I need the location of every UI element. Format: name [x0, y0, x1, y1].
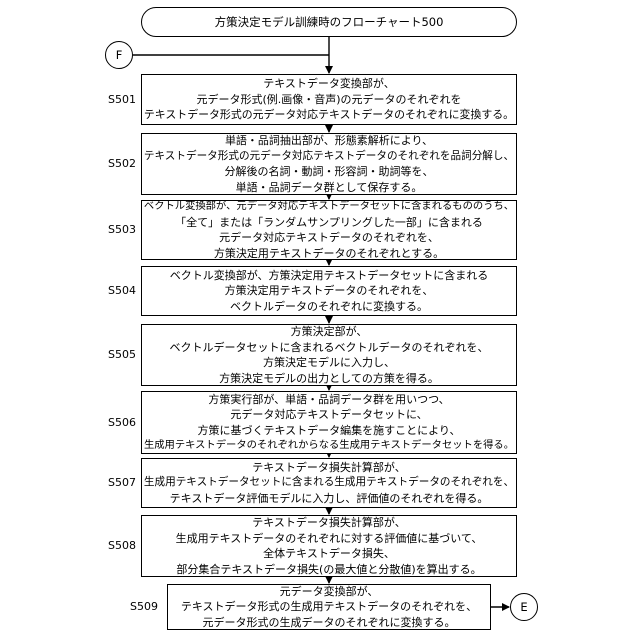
- step-text-line: 分解後の名詞・動詞・形容詞・助詞等を、: [225, 164, 434, 180]
- step-label-s507: S507: [108, 476, 136, 489]
- step-text-line: 「全て」または「ランダムサンプリングした一部」に含まれる: [175, 215, 483, 231]
- step-text-line: 生成用テキストデータのそれぞれからなる生成用テキストデータセットを得る。: [144, 438, 514, 454]
- step-text-line: 全体テキストデータ損失、: [263, 546, 395, 562]
- step-text-line: 単語・品詞抽出部が、形態素解析により、: [225, 133, 433, 149]
- step-box-s501: テキストデータ変換部が、元データ形式(例.画像・音声)の元データのそれぞれをテキ…: [141, 74, 517, 125]
- step-text-line: 方策決定部が、: [291, 324, 368, 340]
- step-text-line: ベクトルデータのそれぞれに変換する。: [230, 299, 428, 315]
- step-text-line: 元データ形式(例.画像・音声)の元データのそれぞれを: [196, 92, 461, 108]
- step-box-s508: テキストデータ損失計算部が、生成用テキストデータのそれぞれに対する評価値に基づい…: [141, 515, 517, 577]
- step-text-line: 生成用テキストデータセットに含まれる生成用テキストデータのそれぞれを、: [144, 475, 514, 491]
- flowchart-title: 方策決定モデル訓練時のフローチャート500: [141, 7, 517, 37]
- step-text-line: ベクトル変換部が、方策決定用テキストデータセットに含まれる: [170, 268, 488, 284]
- step-box-s509: 元データ変換部が、テキストデータ形式の生成用テキストデータのそれぞれを、元データ…: [167, 584, 491, 630]
- step-label-s504: S504: [108, 284, 136, 297]
- step-label-s503: S503: [108, 223, 136, 236]
- step-label-s506: S506: [108, 416, 136, 429]
- step-box-s502: 単語・品詞抽出部が、形態素解析により、テキストデータ形式の元データ対応テキストデ…: [141, 133, 517, 195]
- step-text-line: テキストデータ損失計算部が、: [252, 460, 405, 476]
- start-connector: F: [105, 41, 133, 69]
- step-text-line: 方策決定モデルの出力としての方策を得る。: [219, 371, 439, 387]
- step-box-s504: ベクトル変換部が、方策決定用テキストデータセットに含まれる方策決定用テキストデー…: [141, 266, 517, 316]
- step-text-line: 方策決定用テキストデータのそれぞれを、: [225, 283, 434, 299]
- step-text-line: テキストデータ損失計算部が、: [252, 515, 405, 531]
- step-text-line: テキストデータ形式の元データ対応テキストデータのそれぞれに変換する。: [144, 107, 514, 123]
- step-label-s502: S502: [108, 157, 136, 170]
- step-text-line: 生成用テキストデータのそれぞれに対する評価値に基づいて、: [176, 531, 483, 547]
- step-text-line: テキストデータ形式の元データ対応テキストデータのそれぞれを品詞分解し、: [144, 149, 514, 165]
- step-text-line: 単語・品詞データ群として保存する。: [236, 180, 423, 196]
- step-label-s501: S501: [108, 93, 136, 106]
- step-text-line: テキストデータ変換部が、: [263, 76, 394, 92]
- step-text-line: 元データ対応テキストデータセットに、: [230, 407, 427, 423]
- step-text-line: テキストデータ評価モデルに入力し、評価値のそれぞれを得る。: [170, 491, 489, 507]
- step-text-line: 方策実行部が、単語・品詞データ群を用いつつ、: [208, 392, 449, 408]
- step-text-line: ベクトルデータセットに含まれるベクトルデータのそれぞれを、: [170, 340, 489, 356]
- step-box-s507: テキストデータ損失計算部が、生成用テキストデータセットに含まれる生成用テキストデ…: [141, 458, 517, 508]
- step-text-line: 方策決定モデルに入力し、: [263, 355, 395, 371]
- step-text-line: 部分集合テキストデータ損失(の最大値と分散値)を算出する。: [176, 562, 481, 578]
- step-text-line: 元データ変換部が、: [280, 584, 379, 600]
- step-text-line: 方策に基づくテキストデータ編集を施すことにより、: [197, 423, 460, 439]
- start-connector-label: F: [116, 48, 123, 62]
- step-label-s508: S508: [108, 539, 136, 552]
- step-text-line: 元データ形式の生成データのそれぞれに変換する。: [203, 615, 456, 631]
- step-text-line: テキストデータ形式の生成用テキストデータのそれぞれを、: [181, 599, 477, 615]
- end-connector-label: E: [520, 600, 527, 614]
- flowchart-title-text: 方策決定モデル訓練時のフローチャート500: [215, 14, 444, 30]
- step-text-line: ベクトル変換部が、元データ対応テキストデータセットに含まれるもののうち、: [144, 199, 514, 215]
- step-label-s509: S509: [130, 600, 158, 613]
- step-label-s505: S505: [108, 348, 136, 361]
- step-box-s503: ベクトル変換部が、元データ対応テキストデータセットに含まれるもののうち、「全て」…: [141, 200, 517, 260]
- step-text-line: 方策決定用テキストデータのそれぞれとする。: [214, 246, 444, 262]
- step-box-s505: 方策決定部が、ベクトルデータセットに含まれるベクトルデータのそれぞれを、方策決定…: [141, 324, 517, 386]
- end-connector: E: [510, 593, 538, 621]
- step-box-s506: 方策実行部が、単語・品詞データ群を用いつつ、元データ対応テキストデータセットに、…: [141, 391, 517, 454]
- step-text-line: 元データ対応テキストデータのそれぞれを、: [219, 230, 439, 246]
